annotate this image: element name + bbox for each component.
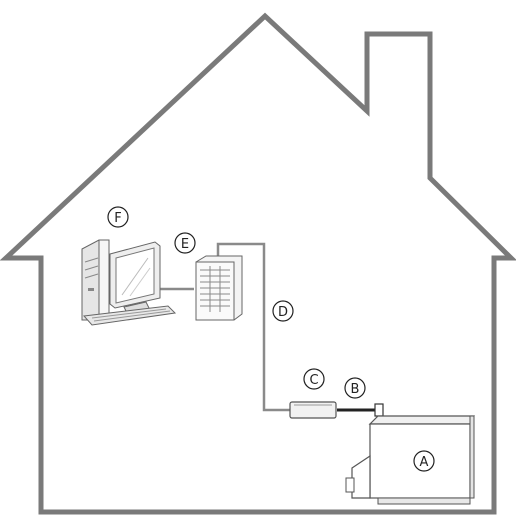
label-d: D (273, 301, 293, 321)
svg-text:F: F (114, 211, 121, 226)
label-f: F (108, 207, 128, 227)
label-b: B (345, 378, 365, 398)
label-a: A (414, 451, 434, 471)
svg-text:E: E (181, 237, 189, 252)
svg-text:D: D (278, 305, 288, 320)
communication-module (290, 402, 336, 418)
boiler-connector (375, 404, 383, 416)
label-c: C (304, 369, 324, 389)
svg-text:C: C (309, 373, 318, 388)
svg-text:A: A (420, 455, 429, 470)
computer-tower (82, 240, 109, 320)
boiler-appliance (346, 416, 474, 504)
desktop-computer (82, 240, 175, 325)
interface-module (196, 256, 242, 320)
svg-text:B: B (351, 382, 360, 397)
label-e: E (175, 233, 195, 253)
computer-monitor (110, 242, 160, 315)
